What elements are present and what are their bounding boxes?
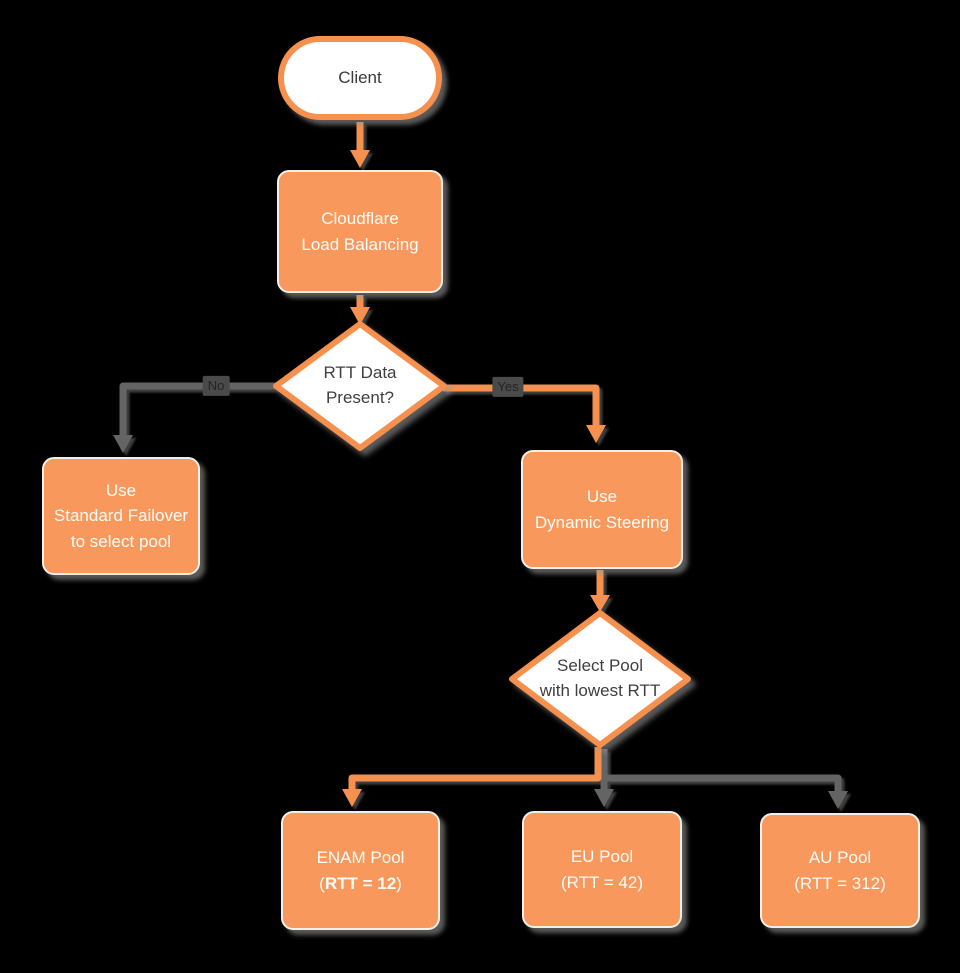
au-pool-line1: AU Pool [808,848,872,867]
rtt-decision-diamond-shape [273,321,447,451]
au-pool-line2: (RTT = 312) [794,873,886,893]
edge-label-yes: Yes [492,376,524,398]
arrowhead-to-standard-failover [113,435,133,453]
enam-pool-line2: (RTT = 12) [319,871,402,897]
node-standard-failover: Use Standard Failover to select pool [42,457,200,575]
eu-pool-line1: EU Pool [570,847,634,866]
pool-decision-diamond-shape [509,610,691,748]
arrowhead-to-au-pool [828,791,848,809]
node-rtt-decision: RTT Data Present? [268,316,452,456]
edge-to-enam-pool [348,747,602,791]
enam-paren-close: ) [396,873,402,893]
node-au-pool: AU Pool (RTT = 312) [760,813,920,928]
rtt-decision-line1: RTT Data [323,363,397,383]
arrowhead-to-loadbalancer [350,150,370,168]
node-client-label: Client [338,68,382,87]
node-load-balancing-line1: Cloudflare [321,209,399,228]
node-load-balancing-line2: Load Balancing [301,234,419,254]
arrowhead-to-pool-decision [590,595,610,612]
standard-failover-line2: Standard Failover [53,506,189,526]
node-enam-pool: ENAM Pool (RTT = 12) [281,811,440,930]
node-pool-decision: Select Pool with lowest RTT [504,605,696,753]
node-client: Client [278,36,442,120]
edge-no-branch [119,382,277,437]
pool-decision-line2: with lowest RTT [539,681,661,700]
edge-to-au-pool [604,774,842,793]
arrowhead-to-enam-pool [342,789,362,807]
pool-decision-line1: Select Pool [557,656,643,676]
arrowhead-to-eu-pool [594,789,614,807]
standard-failover-line1: Use [105,480,137,500]
standard-failover-line3: to select pool [70,531,172,551]
arrowhead-to-rtt-decision [350,307,370,325]
arrowhead-to-dynamic-steering [586,425,606,443]
enam-rtt-value: RTT = 12 [324,873,397,893]
enam-pool-line1: ENAM Pool [316,848,405,867]
node-eu-pool: EU Pool (RTT = 42) [522,811,682,928]
dynamic-steering-line1: Use [586,487,618,506]
node-load-balancing: Cloudflare Load Balancing [277,170,443,293]
rtt-decision-line2: Present? [325,388,395,407]
node-dynamic-steering: Use Dynamic Steering [521,450,683,569]
dynamic-steering-line2: Dynamic Steering [534,512,670,532]
enam-paren-open: ( [319,873,325,893]
edge-label-no: No [202,375,230,397]
eu-pool-line2: (RTT = 42) [560,872,644,892]
